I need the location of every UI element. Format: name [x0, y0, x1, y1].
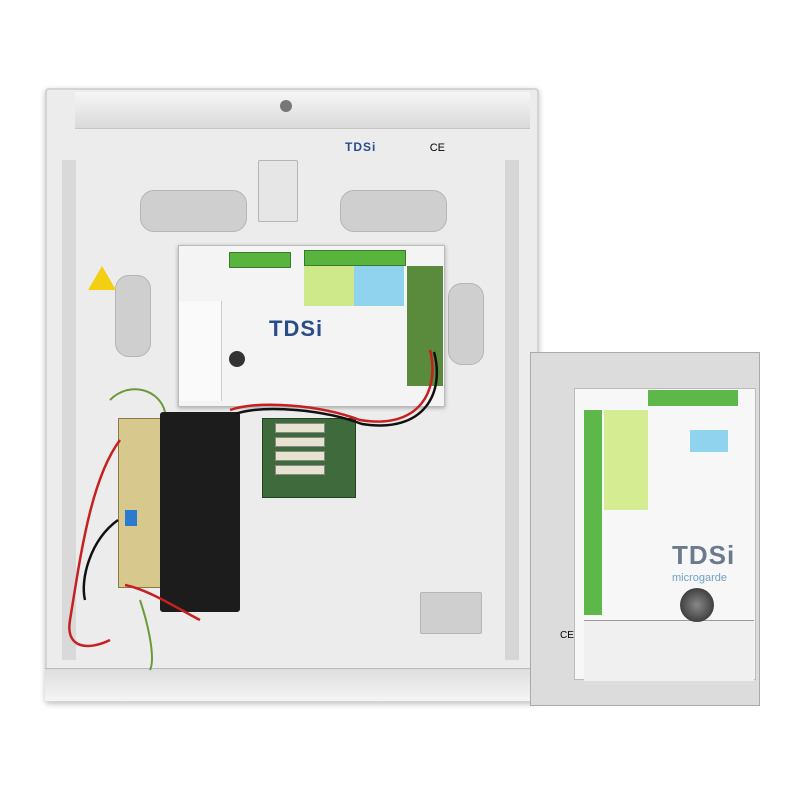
- terminal-block: [304, 250, 406, 266]
- microgarde-logo: microgarde: [672, 572, 728, 584]
- relay-input-labels: [584, 620, 754, 681]
- black-wire: [82, 518, 119, 601]
- red-wire: [124, 583, 201, 622]
- tamper-bracket: [258, 160, 298, 222]
- relay-labels: [179, 301, 222, 401]
- tamper-switch: [680, 588, 714, 622]
- fuse: [275, 451, 325, 461]
- comms-label: [690, 430, 728, 452]
- fuse: [275, 437, 325, 447]
- power-supply-transformer: [160, 412, 240, 612]
- earth-wire: [109, 388, 166, 413]
- terminal-block: [648, 390, 738, 406]
- lid-screw: [280, 100, 292, 112]
- fuse-board: [262, 418, 356, 498]
- red-wire: [68, 439, 122, 648]
- enclosure-label: TDSi CE: [345, 140, 445, 154]
- black-wire: [234, 351, 439, 427]
- enclosure-left-wall: [62, 160, 76, 660]
- terminal-label: [354, 266, 404, 306]
- fuse: [275, 465, 325, 475]
- red-wire: [229, 349, 434, 423]
- mounting-slot: [115, 275, 151, 357]
- tdsi-logo: TDSi: [269, 316, 324, 341]
- tamper-switch: [229, 351, 245, 367]
- terminal-label: [604, 410, 648, 510]
- terminal-block: [584, 410, 602, 615]
- knockout: [420, 592, 482, 634]
- fuse: [275, 423, 325, 433]
- terminal-block: [229, 252, 291, 268]
- tdsi-logo: TDSi: [672, 540, 736, 570]
- high-voltage-warning-icon: [88, 266, 116, 290]
- enclosure-top-lip: [75, 92, 530, 129]
- ce-mark: CE: [560, 630, 574, 641]
- earth-wire: [139, 599, 153, 671]
- terminal-label: [304, 266, 354, 306]
- mounting-slot: [448, 283, 484, 365]
- mounting-slot: [140, 190, 247, 232]
- tdsi-logo: TDSi: [345, 140, 377, 154]
- enclosure-bottom-lip: [45, 668, 535, 701]
- psu-terminal: [125, 510, 137, 526]
- controller-board: TDSi: [178, 245, 445, 407]
- ce-mark: CE: [429, 142, 445, 154]
- mounting-slot: [340, 190, 447, 232]
- enclosure-right-wall: [505, 160, 519, 660]
